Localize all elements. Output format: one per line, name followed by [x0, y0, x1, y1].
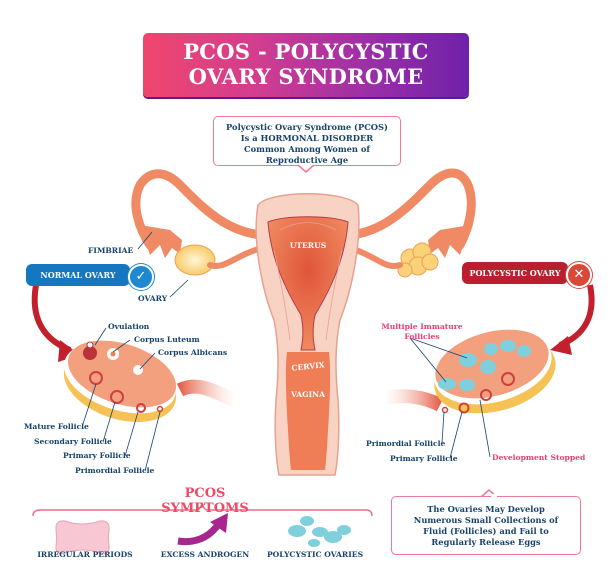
label-line: Multiple Immature: [381, 322, 463, 331]
left-arrow: [31, 284, 72, 353]
symptoms-title: PCOS SYMPTOMS: [161, 486, 249, 516]
corpus-luteum-label: Corpus Luteum: [134, 335, 200, 344]
right-fimbriae: [428, 225, 470, 258]
callout-line: Fluid (Follicles) and Fail to: [423, 526, 549, 536]
title-banner: PCOS - POLYCYSTIC OVARY SYNDROME: [143, 33, 469, 97]
mature-follicle-label: Mature Follicle: [24, 422, 89, 431]
symptoms-bracket: [32, 501, 373, 517]
callout-line: Is a HORMONAL DISORDER: [240, 133, 374, 143]
polycystic-ovary-diagram: [383, 329, 556, 414]
normal-ovary-diagram: [63, 340, 238, 422]
left-ovary: [174, 244, 216, 276]
title-line-1: PCOS - POLYCYSTIC: [183, 39, 429, 64]
left-fimbriae: [140, 225, 182, 258]
primary-follicle-label: Primary Follicle: [63, 451, 131, 460]
x-icon: ✕: [566, 262, 592, 288]
symptom-polycystic-ovaries: POLYCYSTIC OVARIES: [266, 550, 364, 559]
callout-pointer: [297, 164, 315, 173]
callout-line: The Ovaries May Develop: [427, 504, 545, 514]
upward-arrow-icon: [177, 519, 223, 546]
uterine-cavity: [267, 216, 349, 351]
uterus-label: UTERUS: [289, 241, 327, 250]
normal-ovary-badge: NORMAL OVARY: [26, 264, 130, 286]
callout-line: Polycystic Ovary Syndrome (PCOS): [226, 122, 388, 132]
pointer-mask: [491, 494, 497, 497]
multiple-immature-follicles-label: Multiple Immature Follicles: [377, 322, 467, 342]
symptom-irregular-periods: IRREGULAR PERIODS: [37, 550, 133, 559]
callout-line: Common Among Women of: [244, 144, 370, 154]
ovulation-label: Ovulation: [108, 322, 150, 331]
title-line-2: OVARY SYNDROME: [188, 64, 424, 89]
primordial-follicle-label: Primordial Follicle: [75, 466, 155, 475]
callout-line: Regularly Release Eggs: [431, 537, 541, 547]
callout-line: Reproductive Age: [265, 155, 349, 165]
fimbriae-label: FIMBRIAE: [88, 246, 134, 255]
vagina-label: VAGINA: [290, 390, 326, 399]
right-primordial-follicle-label: Primordial Follicle: [366, 439, 446, 448]
right-primary-follicle-label: Primary Follicle: [390, 454, 458, 463]
check-icon: ✓: [128, 264, 154, 290]
symptom-excess-androgen: EXCESS ANDROGEN: [160, 550, 250, 559]
left-fallopian-tube: [131, 169, 267, 250]
label-line: Follicles: [404, 332, 440, 341]
ovaries-info-callout: The Ovaries May Develop Numerous Small C…: [391, 496, 581, 555]
ovary-label: OVARY: [138, 294, 168, 303]
right-arrow: [558, 284, 595, 348]
polycystic-ovary-badge: POLYCYSTIC OVARY: [462, 262, 568, 284]
callout-line: Numerous Small Collections of: [413, 515, 559, 525]
page-title: PCOS - POLYCYSTIC OVARY SYNDROME: [143, 39, 469, 89]
pad-icon: [55, 520, 110, 555]
vaginal-canal: [285, 352, 331, 470]
secondary-follicle-label: Secondary Follicle: [34, 437, 112, 446]
right-fallopian-tube: [345, 168, 476, 250]
development-stopped-label: Development Stopped: [492, 453, 586, 462]
corpus-albicans-label: Corpus Albicans: [158, 348, 228, 357]
cysts-icon: [288, 516, 351, 547]
